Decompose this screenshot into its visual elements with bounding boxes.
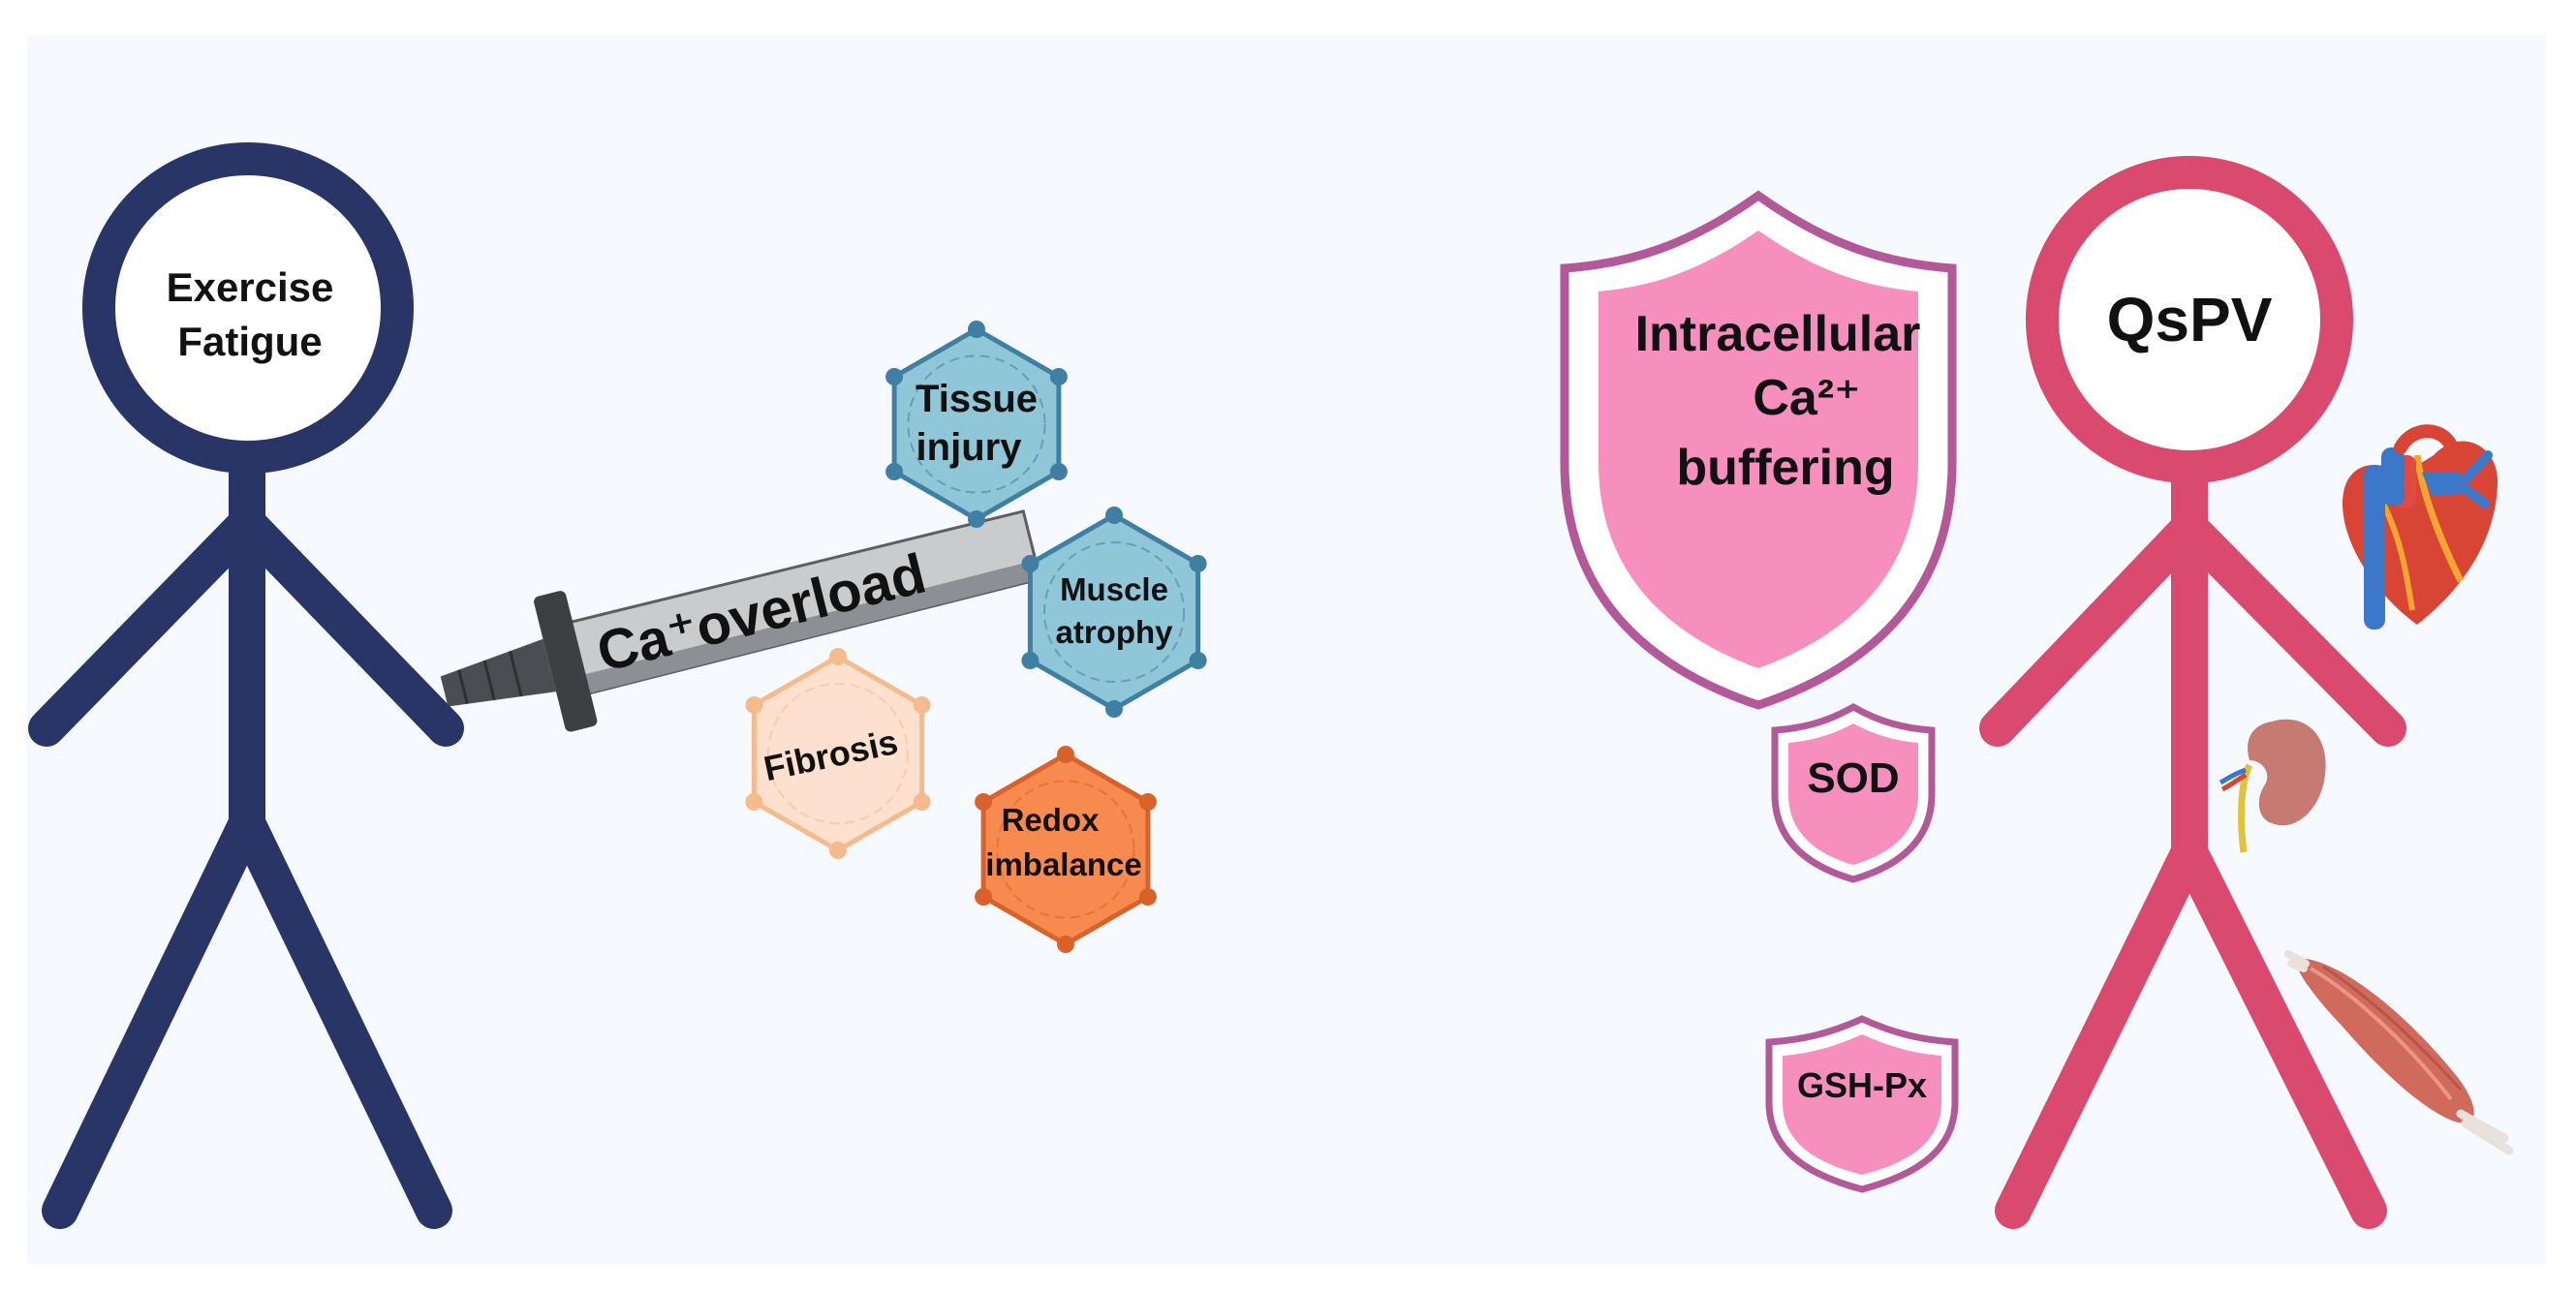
hexagon-redox-line1: Redox [1002,802,1101,838]
hexagon-vertex-dot [975,888,993,906]
hexagon-vertex-dot [1138,888,1157,906]
hexagon-vertex-dot [1189,555,1207,572]
gsh-px-label: GSH-Px [1797,1065,1927,1105]
hexagon-vertex-dot [1049,463,1068,480]
left-figure-head [82,142,414,474]
hexagon-inner-ring [907,354,1046,494]
hexagon-vertex-dot [745,696,763,714]
right-head-label: QsPV [2107,285,2273,354]
sod-shield: SOD [1771,702,1936,883]
hexagon-vertex-dot [829,842,847,859]
main-shield-line1: Intracellular [1635,306,1921,362]
main-shield: Intracellular Ca²⁺ buffering [1560,190,1957,710]
left-stick-figure: Exercise Fatigue [28,142,464,1229]
hexagon-redox-imbalance: Redox imbalance [975,746,1157,953]
hexagon-vertex-dot [1138,793,1157,811]
hexagon-vertex-dot [968,510,985,528]
hexagon-vertex-dot [1021,555,1040,572]
hexagon-inner-ring [996,780,1135,919]
hexagon-vertex-dot [1105,700,1123,718]
hexagon-vertex-dot [745,793,763,811]
hexagon-vertex-dot [913,696,931,714]
left-head-label-line2: Fatigue [177,319,322,364]
right-figure-head [2026,156,2353,483]
hexagon-vertex-dot [1189,652,1207,669]
hexagon-tissue-injury-line2: injury [916,426,1023,469]
gsh-px-shield: GSH-Px [1765,1015,1959,1193]
damage-hexagons: Tissue injury Muscle atrophy Fibrosis Re… [745,321,1207,953]
kidney-icon [2219,719,2326,853]
hexagon-vertex-dot [1049,368,1068,385]
right-stick-figure: QsPV [1979,156,2406,1229]
hexagon-tissue-injury: Tissue injury [885,321,1068,528]
main-shield-line3: buffering [1676,440,1894,496]
hexagon-vertex-dot [1105,507,1123,524]
hexagon-muscle-atrophy: Muscle atrophy [1021,507,1207,718]
main-shield-line2: Ca²⁺ [1753,370,1860,426]
hexagon-vertex-dot [968,321,985,338]
hexagon-inner-ring [1043,541,1185,683]
hexagon-vertex-dot [885,463,904,480]
hexagon-vertex-dot [1057,746,1074,763]
hexagon-redox-line2: imbalance [985,846,1141,882]
hexagon-vertex-dot [913,793,931,811]
hexagon-vertex-dot [829,648,847,665]
heart-icon [2343,424,2498,630]
sod-label: SOD [1807,754,1899,802]
sword-handle [440,638,557,707]
hexagon-inner-ring [767,683,909,824]
hexagon-vertex-dot [1057,936,1074,953]
hexagon-tissue-injury-line1: Tissue [916,378,1038,420]
hexagon-vertex-dot [885,368,904,385]
hexagon-vertex-dot [1021,652,1040,669]
hexagon-muscle-atrophy-line1: Muscle [1060,571,1168,607]
left-head-label-line1: Exercise [167,264,334,310]
hexagon-fibrosis: Fibrosis [745,648,931,859]
sword-guard [534,591,598,732]
muscle-icon [2284,950,2514,1155]
hexagon-muscle-atrophy-line2: atrophy [1055,614,1173,650]
hexagon-vertex-dot [975,793,993,811]
